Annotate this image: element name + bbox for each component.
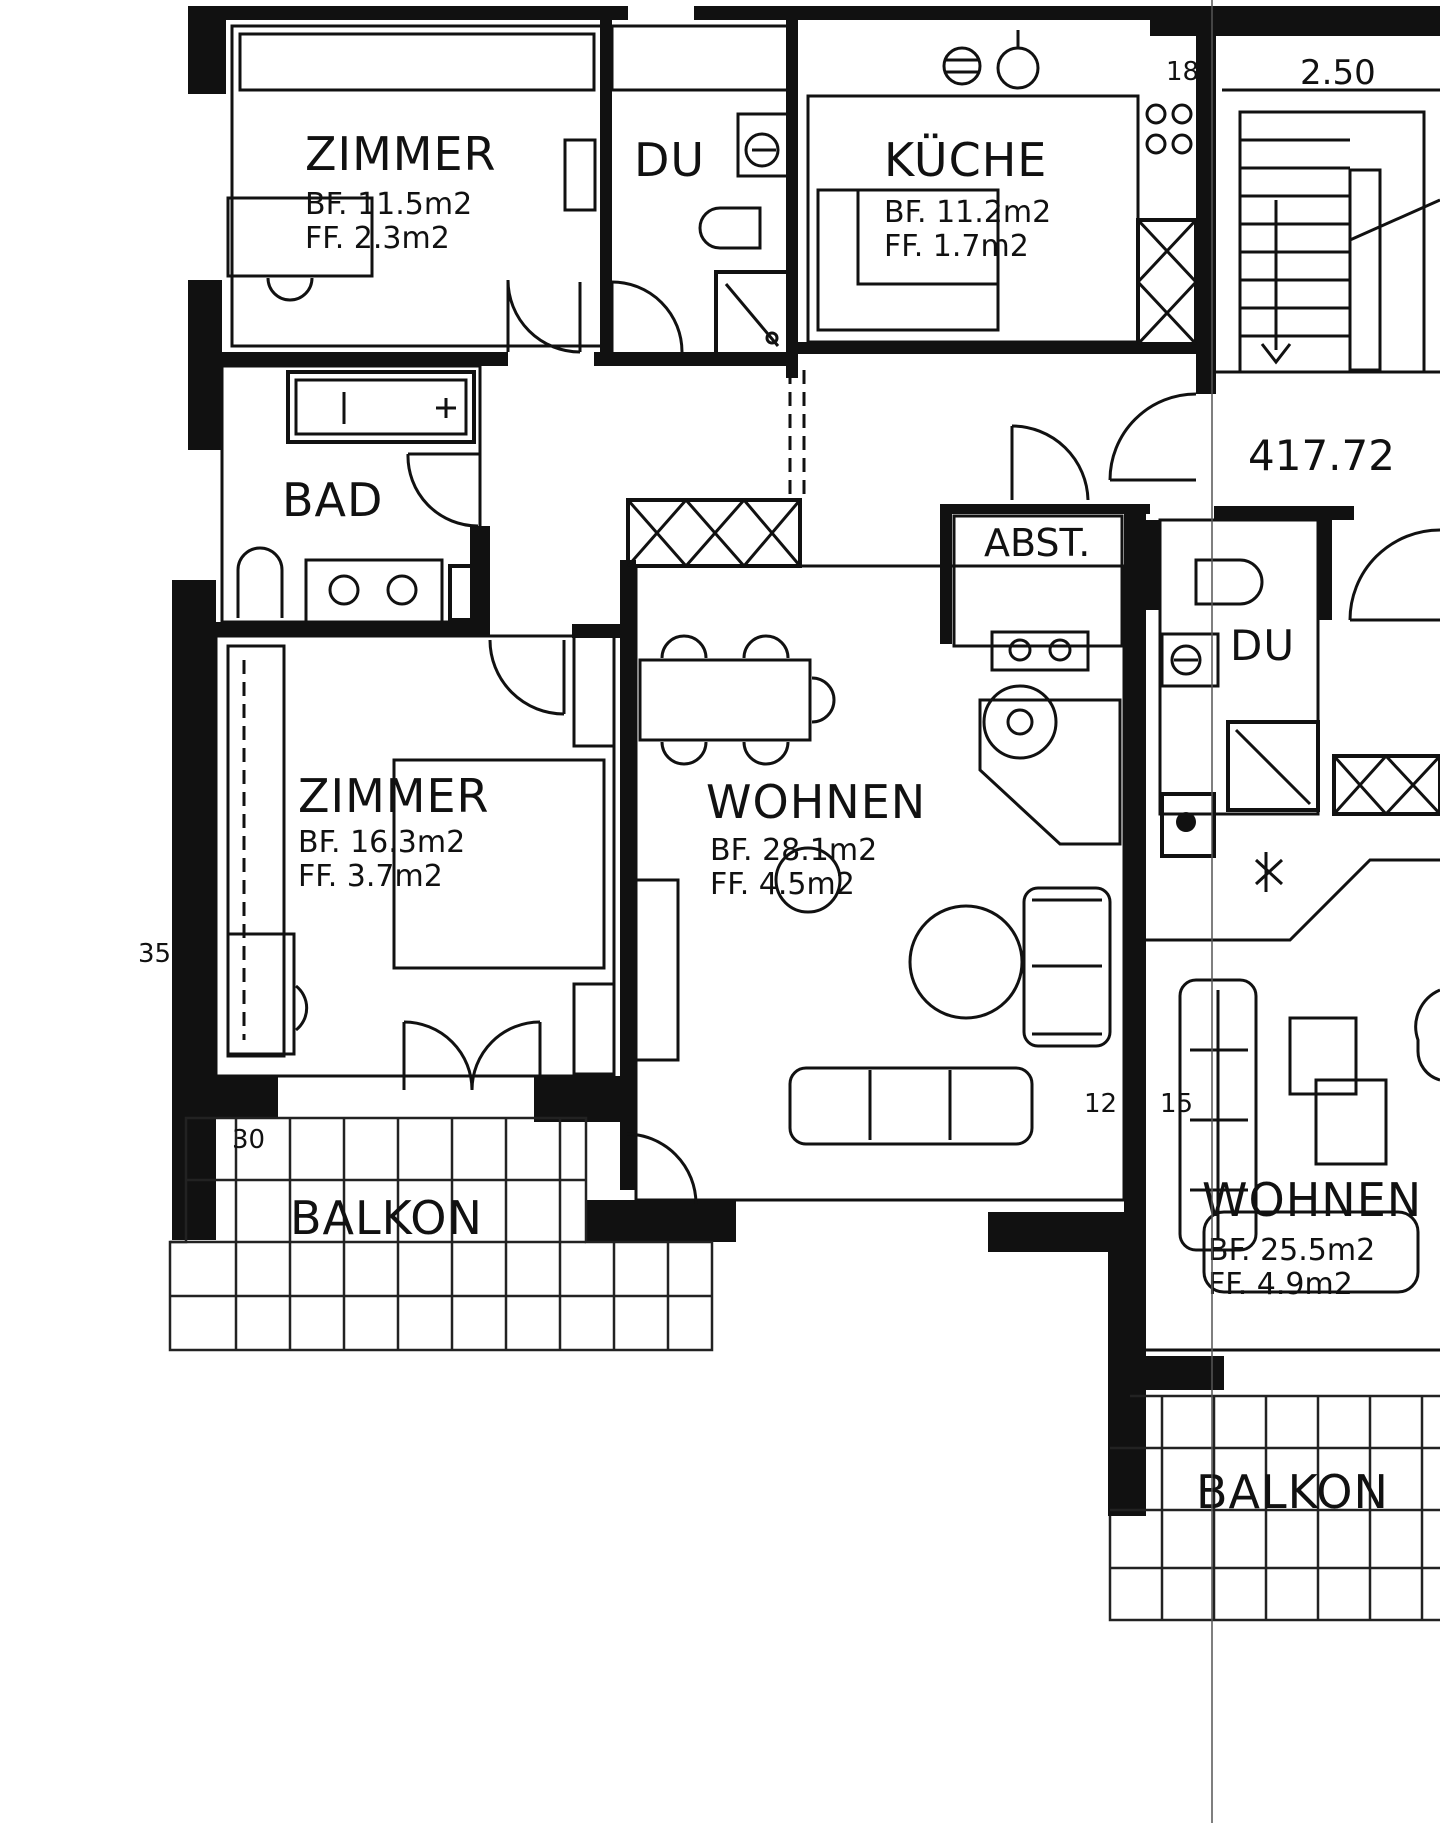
room-name: BALKON <box>290 1191 483 1245</box>
room-name: WOHNEN <box>706 775 926 829</box>
room-name: BAD <box>282 473 383 527</box>
room-balkon-2: BALKON <box>1108 1394 1440 1622</box>
room-floor-area: FF. 3.7m2 <box>298 859 443 894</box>
dimension-label: 18 <box>1166 57 1199 87</box>
dimension-label: 2.50 <box>1300 53 1376 93</box>
room-name: KÜCHE <box>884 133 1047 187</box>
room-floor-area: FF. 4.5m2 <box>710 867 855 902</box>
dimension-label: 35 <box>138 939 171 969</box>
room-base-area: BF. 28.1m2 <box>710 833 877 868</box>
dimension-label: 12 <box>1084 1089 1117 1119</box>
room-floor-area: FF. 2.3m2 <box>305 221 450 256</box>
room-base-area: BF. 25.5m2 <box>1208 1233 1375 1268</box>
room-floor-area: FF. 1.7m2 <box>884 229 1029 264</box>
room-name: WOHNEN <box>1202 1173 1422 1227</box>
stairwell: 2.50 417.72 <box>1216 53 1440 480</box>
room-base-area: BF. 11.5m2 <box>305 187 472 222</box>
room-zimmer-2: ZIMMER BF. 16.3m2 FF. 3.7m2 35 <box>138 634 616 1091</box>
room-name: ZIMMER <box>305 127 496 181</box>
room-zimmer-1: ZIMMER BF. 11.5m2 FF. 2.3m2 <box>226 24 604 354</box>
room-floor-area: FF. 4.9m2 <box>1208 1267 1353 1302</box>
dimension-label: 30 <box>232 1125 265 1155</box>
room-wohnen-1: WOHNEN BF. 28.1m2 FF. 4.5m2 12 15 <box>625 564 1193 1205</box>
room-name: BALKON <box>1196 1465 1389 1519</box>
room-kueche: KÜCHE BF. 11.2m2 FF. 1.7m2 18 <box>806 30 1199 346</box>
room-base-area: BF. 11.2m2 <box>884 195 1051 230</box>
room-abst: ABST. <box>940 392 1197 672</box>
room-base-area: BF. 16.3m2 <box>298 825 465 860</box>
room-name: DU <box>634 133 705 187</box>
level-label: 417.72 <box>1248 431 1395 480</box>
room-bad: BAD <box>220 364 482 624</box>
corridor <box>488 370 806 748</box>
room-name: ZIMMER <box>298 769 489 823</box>
room-name: ABST. <box>984 521 1090 565</box>
walls <box>172 6 1440 1516</box>
room-balkon-1: BALKON 30 <box>168 1116 714 1352</box>
room-name: DU <box>1230 621 1295 670</box>
room-du-1: DU <box>610 24 790 360</box>
dimension-label: 15 <box>1160 1089 1193 1119</box>
right-unit: DU WOHNEN BF. 25.5m2 FF. 4.9m2 <box>1146 518 1440 1352</box>
